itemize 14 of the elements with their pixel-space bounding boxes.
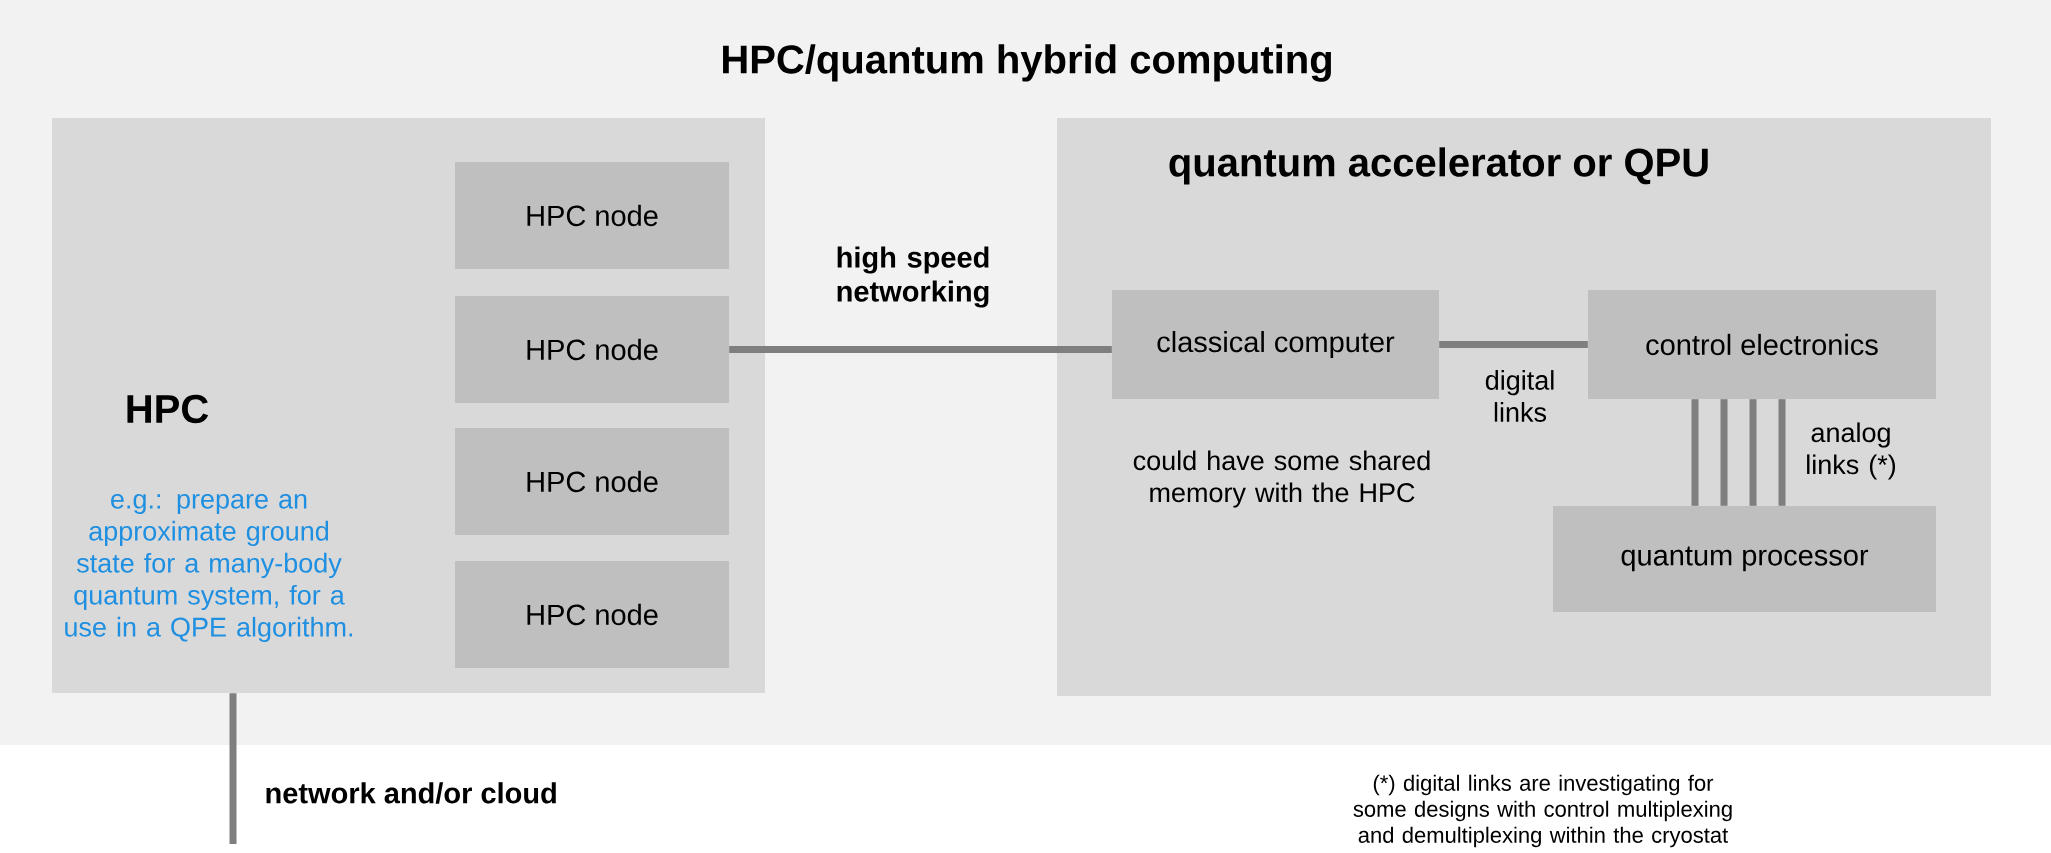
node-box: quantum processor [1553,506,1936,612]
note: could have some shared memory with the HPC [1133,450,1430,508]
node-box: HPC node [455,428,729,535]
title: HPC/quantum hybrid computing [723,44,1331,82]
node-box: classical computer [1112,290,1439,399]
footnote: (*) digital links are investigating for some designs with control multiplexing and demultiplexing within the cryostat [1353,774,1732,848]
node-box: control electronics [1588,290,1936,399]
edge-label: digital links [1485,370,1554,422]
node-box: HPC node [455,561,729,668]
edge-label: network and/or cloud [266,782,556,804]
edge-label: high speed networking [837,246,989,308]
edge-label: analog links (*) [1807,422,1896,480]
node-box: HPC node [455,162,729,269]
node-box: HPC node [455,296,729,403]
